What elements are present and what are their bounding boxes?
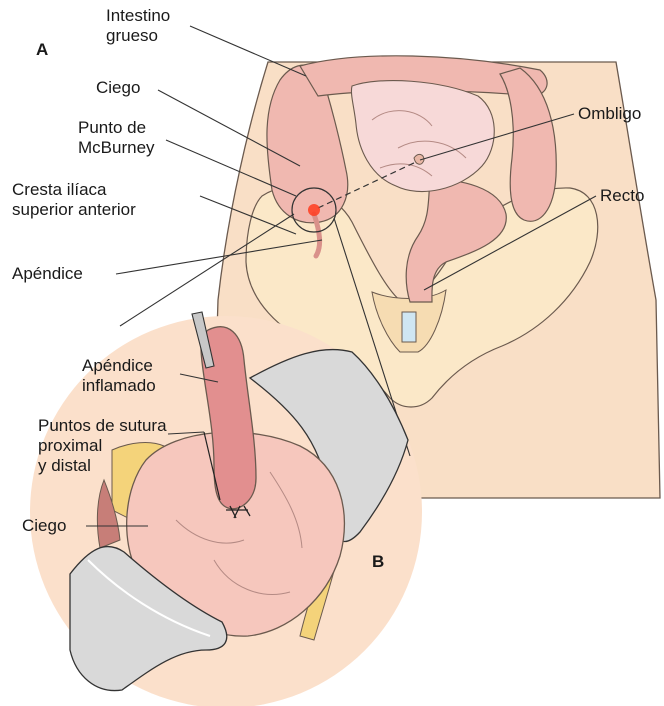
- label-puntos-sutura: Puntos de sutura proximal y distal: [38, 416, 167, 476]
- label-apendice-inflamado: Apéndice inflamado: [82, 356, 156, 396]
- label-intestino-grueso-line1: Intestino: [106, 6, 170, 26]
- label-apendice-inflamado-line1: Apéndice: [82, 356, 156, 376]
- label-ombligo: Ombligo: [578, 104, 641, 124]
- label-puntos-sutura-line3: y distal: [38, 456, 167, 476]
- pubic-symphysis: [402, 312, 416, 342]
- label-intestino-grueso: Intestino grueso: [106, 6, 170, 46]
- label-puntos-sutura-line2: proximal: [38, 436, 167, 456]
- mcburney-point: [308, 204, 320, 216]
- label-ciego-b: Ciego: [22, 516, 66, 536]
- label-recto: Recto: [600, 186, 644, 206]
- panel-label-a: A: [36, 40, 48, 60]
- label-apendice: Apéndice: [12, 264, 83, 284]
- leader-intestino-grueso: [190, 26, 306, 76]
- label-intestino-grueso-line2: grueso: [106, 26, 170, 46]
- panel-label-b: B: [372, 552, 384, 572]
- label-apendice-inflamado-line2: inflamado: [82, 376, 156, 396]
- label-cresta-iliaca: Cresta ilíaca superior anterior: [12, 180, 136, 220]
- label-cresta-iliaca-line2: superior anterior: [12, 200, 136, 220]
- label-punto-mcburney: Punto de McBurney: [78, 118, 155, 158]
- label-cresta-iliaca-line1: Cresta ilíaca: [12, 180, 136, 200]
- label-punto-mcburney-line1: Punto de: [78, 118, 155, 138]
- label-ciego-a: Ciego: [96, 78, 140, 98]
- label-puntos-sutura-line1: Puntos de sutura: [38, 416, 167, 436]
- label-punto-mcburney-line2: McBurney: [78, 138, 155, 158]
